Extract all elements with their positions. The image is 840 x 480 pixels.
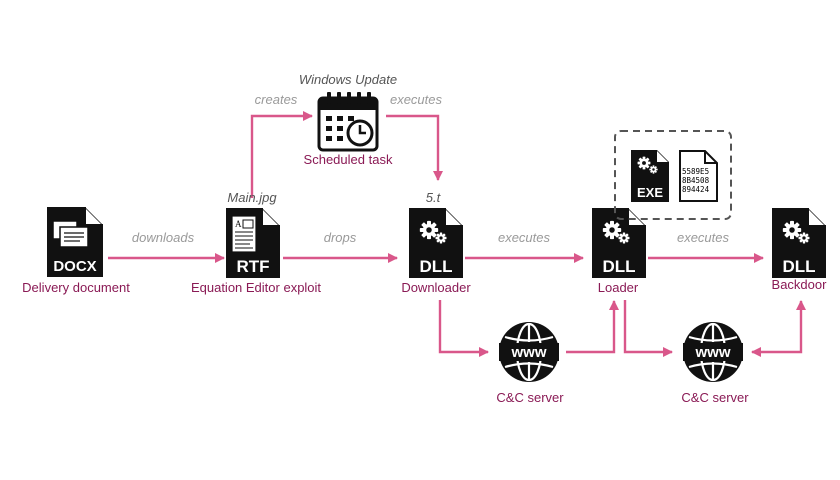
edge-label-creates: creates <box>255 92 298 107</box>
loader-node: DLL Loader <box>592 208 646 295</box>
arrow-task-executes <box>386 114 443 181</box>
hex-line-3: 894424 <box>682 185 710 194</box>
exe-file-icon: EXE <box>631 150 669 202</box>
edge-label-drops: drops <box>324 230 357 245</box>
cc-server-1-label: C&C server <box>496 390 564 405</box>
dll-file-icon: DLL <box>592 208 646 278</box>
downloader-node: 5.t DLL Downloader <box>401 190 471 295</box>
exploit-node: Main.jpg A RTF Equation Editor exploit <box>191 190 321 295</box>
cc-server-1-node: www C&C server <box>496 320 564 405</box>
exploit-label: Equation Editor exploit <box>191 280 321 295</box>
cc-server-2-label: C&C server <box>681 390 749 405</box>
backdoor-label: Backdoor <box>772 277 828 292</box>
svg-text:www: www <box>694 344 730 361</box>
downloader-file-name: 5.t <box>426 190 442 205</box>
rtf-extension: RTF <box>236 257 269 276</box>
hex-line-1: 5589E5 <box>682 167 709 176</box>
cc-server-2-node: www C&C server <box>681 320 749 405</box>
payload-dashed-border <box>614 130 732 220</box>
arrow-downloader-to-cc1 <box>438 300 489 357</box>
dll-file-icon: DLL <box>409 208 463 278</box>
edge-label-downloader-executes: executes <box>498 230 551 245</box>
exploit-file-name: Main.jpg <box>227 190 277 205</box>
www-globe-icon: www <box>497 320 561 384</box>
docx-extension: DOCX <box>53 258 96 275</box>
backdoor-extension: DLL <box>782 257 815 276</box>
arrow-creates <box>250 111 313 198</box>
rtf-file-icon: A RTF <box>226 208 280 278</box>
delivery-document-label: Delivery document <box>22 280 130 295</box>
scheduled-task-name: Windows Update <box>299 72 397 87</box>
loader-extension: DLL <box>602 257 635 276</box>
scheduled-task-label: Scheduled task <box>304 152 393 167</box>
exe-extension: EXE <box>637 185 663 200</box>
arrow-loader-to-cc2 <box>623 300 673 357</box>
docx-file-icon: DOCX <box>47 207 103 277</box>
arrow-cc1-to-loader <box>566 300 619 354</box>
scheduled-task-node: Windows Update Scheduled task <box>299 72 397 167</box>
arrows <box>108 111 806 357</box>
hex-data-file-icon: 5589E5 8B4508 894424 <box>679 150 718 202</box>
downloader-extension: DLL <box>419 257 452 276</box>
backdoor-node: DLL Backdoor <box>772 208 828 292</box>
svg-text:A: A <box>235 219 242 229</box>
payload-box: EXE 5589E5 8B4508 894424 <box>614 130 732 220</box>
arrow-cc2-backdoor <box>751 300 806 357</box>
delivery-document-node: DOCX Delivery document <box>22 207 130 295</box>
calendar-clock-icon <box>317 92 379 152</box>
www-globe-icon: www <box>681 320 745 384</box>
downloader-label: Downloader <box>401 280 471 295</box>
edge-label-task-executes: executes <box>390 92 443 107</box>
dll-file-icon: DLL <box>772 208 826 278</box>
svg-text:www: www <box>510 344 546 361</box>
hex-line-2: 8B4508 <box>682 176 710 185</box>
loader-label: Loader <box>598 280 639 295</box>
edge-label-downloads: downloads <box>132 230 195 245</box>
edge-label-loader-executes: executes <box>677 230 730 245</box>
